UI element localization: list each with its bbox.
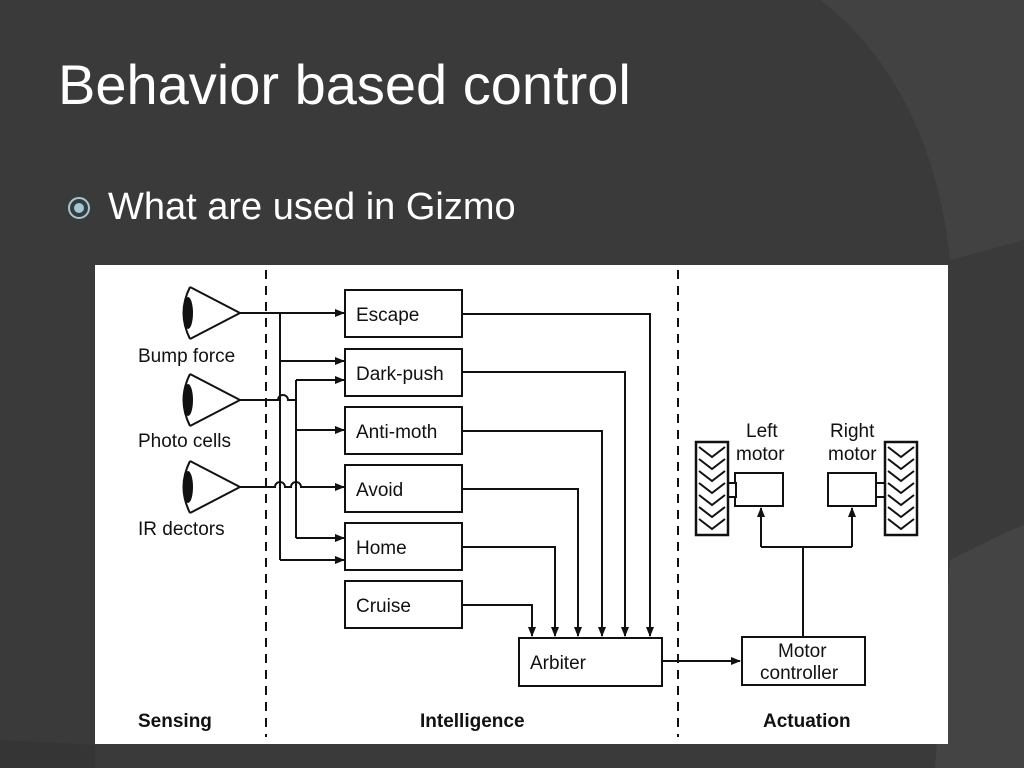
behavior-cruise: Cruise [356, 596, 411, 617]
photo-sensor-eye-icon [182, 373, 241, 427]
left-motor-label-line1: Left [746, 421, 778, 442]
arbiter-box: Arbiter [530, 653, 587, 674]
right-motor-box [827, 472, 877, 507]
sensor-label-bump: Bump force [138, 346, 235, 367]
section-sensing: Sensing [138, 711, 212, 732]
left-wheel-icon [694, 440, 730, 537]
right-motor-label-line2: motor [828, 444, 877, 465]
motor-controller-line2: controller [760, 663, 839, 684]
target-bullet-icon [68, 196, 90, 219]
section-intelligence: Intelligence [420, 711, 525, 732]
sensor-label-ir: IR dectors [138, 519, 225, 540]
behavior-to-arbiter-wiring [462, 313, 654, 637]
left-motor-box [734, 472, 784, 507]
right-motor-label-line1: Right [830, 421, 875, 442]
ir-sensor-eye-icon [182, 460, 241, 514]
right-wheel-icon [883, 440, 919, 537]
behavior-anti-moth: Anti-moth [356, 422, 437, 443]
gizmo-diagram: Bump force Photo cells IR dectors Escape… [95, 265, 948, 744]
behavior-escape: Escape [356, 305, 419, 326]
sensor-label-photo: Photo cells [138, 431, 231, 452]
behavior-home: Home [356, 538, 407, 559]
bullet-text: What are used in Gizmo [108, 186, 516, 228]
left-motor-label-line2: motor [736, 444, 785, 465]
sensor-wiring [240, 309, 345, 564]
behavior-dark-push: Dark-push [356, 364, 444, 385]
motor-controller-line1: Motor [778, 641, 827, 662]
controller-to-motor-wiring [757, 507, 856, 637]
bullet-item: What are used in Gizmo [66, 186, 516, 229]
bump-sensor-eye-icon [182, 286, 241, 340]
section-actuation: Actuation [763, 711, 851, 732]
behavior-avoid: Avoid [356, 480, 403, 501]
slide-title: Behavior based control [58, 53, 631, 116]
